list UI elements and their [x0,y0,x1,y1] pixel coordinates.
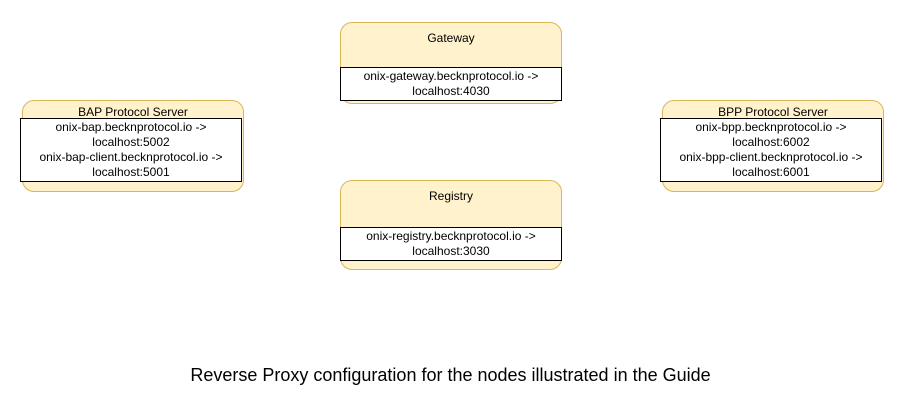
node-gateway-config-table: onix-gateway.becknprotocol.io -> localho… [340,67,562,101]
node-bpp-protocol-server-title: BPP Protocol Server [718,105,828,119]
node-bpp-config-table: onix-bpp.becknprotocol.io -> localhost:6… [660,118,882,182]
table-row: onix-bpp.becknprotocol.io -> [695,120,847,134]
node-registry-title: Registry [428,189,473,203]
node-registry-config-table: onix-registry.becknprotocol.io -> localh… [340,227,562,261]
table-row: onix-bap-client.becknprotocol.io -> [39,150,223,164]
table-row: onix-gateway.becknprotocol.io -> [363,69,539,83]
table-row: localhost:3030 [412,244,490,258]
table-row: onix-bpp-client.becknprotocol.io -> [679,150,863,164]
table-row: onix-registry.becknprotocol.io -> [366,229,536,243]
table-row: onix-bap.becknprotocol.io -> [55,120,207,134]
diagram-caption: Reverse Proxy configuration for the node… [190,365,711,385]
table-row: localhost:6002 [732,135,810,149]
table-row: localhost:6001 [732,165,810,179]
node-gateway-title: Gateway [427,31,475,45]
node-bap-config-table: onix-bap.becknprotocol.io -> localhost:5… [20,118,242,182]
table-row: localhost:5002 [92,135,170,149]
table-row: localhost:4030 [412,84,490,98]
table-row: localhost:5001 [92,165,170,179]
node-bap-protocol-server-title: BAP Protocol Server [78,105,188,119]
